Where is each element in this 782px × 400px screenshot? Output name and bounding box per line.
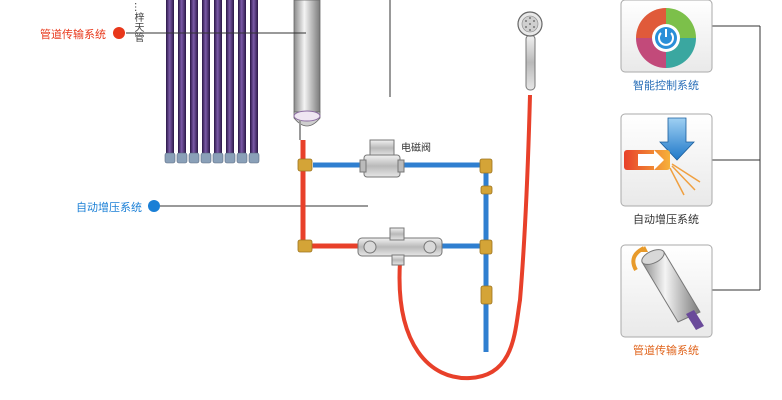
vacuum-tube: [166, 0, 174, 158]
panel-caption-auto-boost: 自动增压系统: [633, 213, 699, 226]
shower-hose: [397, 94, 532, 381]
panel-caption-smart-control: 智能控制系统: [633, 79, 699, 92]
vacuum-tube-label: …梓天管: [132, 2, 143, 42]
vacuum-tube: [226, 0, 234, 158]
pipeline-panel: [620, 244, 713, 338]
vacuum-tube: [250, 0, 258, 158]
solenoid-valve: [359, 139, 405, 178]
vacuum-tube: [190, 0, 198, 158]
panel-connectors: [712, 25, 761, 291]
mixing-valve: [357, 227, 443, 266]
vacuum-tube: [202, 0, 210, 158]
vacuum-tube: [214, 0, 222, 158]
shower-head: [517, 11, 543, 91]
vacuum-tubes: [164, 0, 260, 164]
arrow-pressure-icon: [624, 117, 701, 196]
pipe-cutaway-icon: [631, 246, 704, 330]
vacuum-tube: [238, 0, 246, 158]
water-tank: [293, 0, 321, 140]
callout-dot-blue: [148, 200, 160, 212]
vacuum-tube: [178, 0, 186, 158]
hot-water-pipe: [300, 140, 360, 249]
callout-booster-system: 自动增压系统: [76, 201, 142, 214]
panel-caption-pipeline: 管道传输系统: [633, 344, 699, 357]
solenoid-valve-label: 电磁阀: [401, 143, 431, 154]
power-dial-icon: [636, 8, 696, 68]
callout-pipeline-system: 管道传输系统: [40, 28, 106, 41]
pipe-fittings: [297, 158, 493, 305]
smart-control-panel: [620, 0, 713, 73]
auto-boost-panel: [620, 113, 713, 207]
callout-dot-red: [113, 27, 125, 39]
